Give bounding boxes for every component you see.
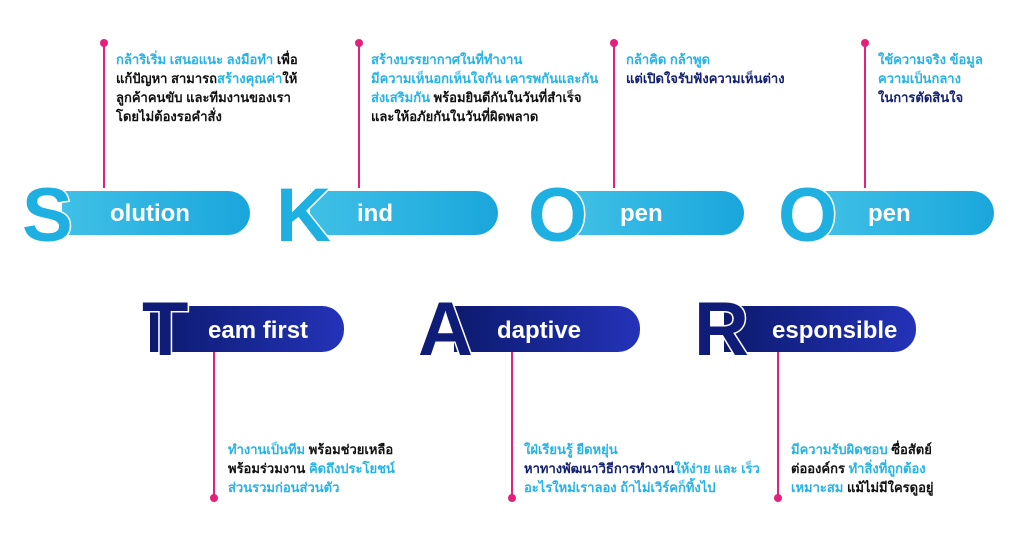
connector-line-kind (358, 43, 360, 188)
pill-open1 (572, 191, 744, 235)
letter-open2: O (776, 173, 838, 258)
letter-open1: O (526, 173, 588, 258)
description-solution: กล้าริเริ่ม เสนอแนะ ลงมือทำ เพื่อ แก้ปัญ… (116, 52, 298, 124)
connector-line-adaptive (511, 350, 513, 496)
description-open2: ใช้ความจริง ข้อมูล ความเป็นกลาง ในการตัด… (878, 52, 983, 105)
word-solution: olution (110, 200, 190, 227)
description-kind: สร้างบรรยากาศในที่ทำงาน มีความเห็นอกเห็น… (371, 52, 599, 124)
connector-line-open2 (864, 43, 866, 188)
pill-kind (310, 191, 498, 235)
description-adaptive: ใฝ่เรียนรู้ ยืดหยุ่น หาทางพัฒนาวิธีการทำ… (524, 442, 760, 495)
word-responsible: esponsible (772, 317, 898, 344)
connector-line-solution (103, 43, 105, 188)
pill-open2 (822, 191, 994, 235)
connector-line-team (213, 350, 215, 496)
pill-responsible (724, 306, 916, 352)
connector-line-responsible (777, 350, 779, 496)
connector-dot-adaptive (508, 494, 516, 502)
description-responsible: มีความรับผิดชอบ ซื่อสัตย์ ต่อองค์กร ทำสิ… (791, 442, 934, 495)
letter-adaptive: A (417, 287, 475, 372)
pill-solution (62, 191, 250, 235)
word-adaptive: daptive (497, 317, 582, 344)
word-team: eam first (208, 317, 309, 344)
connector-dot-team (210, 494, 218, 502)
letter-kind: K (275, 173, 333, 258)
word-open1: pen (620, 200, 663, 227)
description-open1: กล้าคิด กล้าพูด แต่เปิดใจรับฟังความเห็นต… (626, 52, 785, 86)
pill-team (150, 306, 344, 352)
connector-dot-responsible (774, 494, 782, 502)
letter-solution: S (21, 173, 75, 258)
pill-adaptive (454, 306, 640, 352)
word-open2: pen (868, 200, 911, 227)
word-kind: ind (357, 200, 393, 227)
letter-responsible: R (693, 287, 751, 372)
description-team: ทำงานเป็นทีม พร้อมช่วยเหลือ พร้อมร่วมงาน… (228, 442, 395, 495)
letter-team: T (140, 287, 189, 372)
connector-line-open1 (613, 43, 615, 188)
